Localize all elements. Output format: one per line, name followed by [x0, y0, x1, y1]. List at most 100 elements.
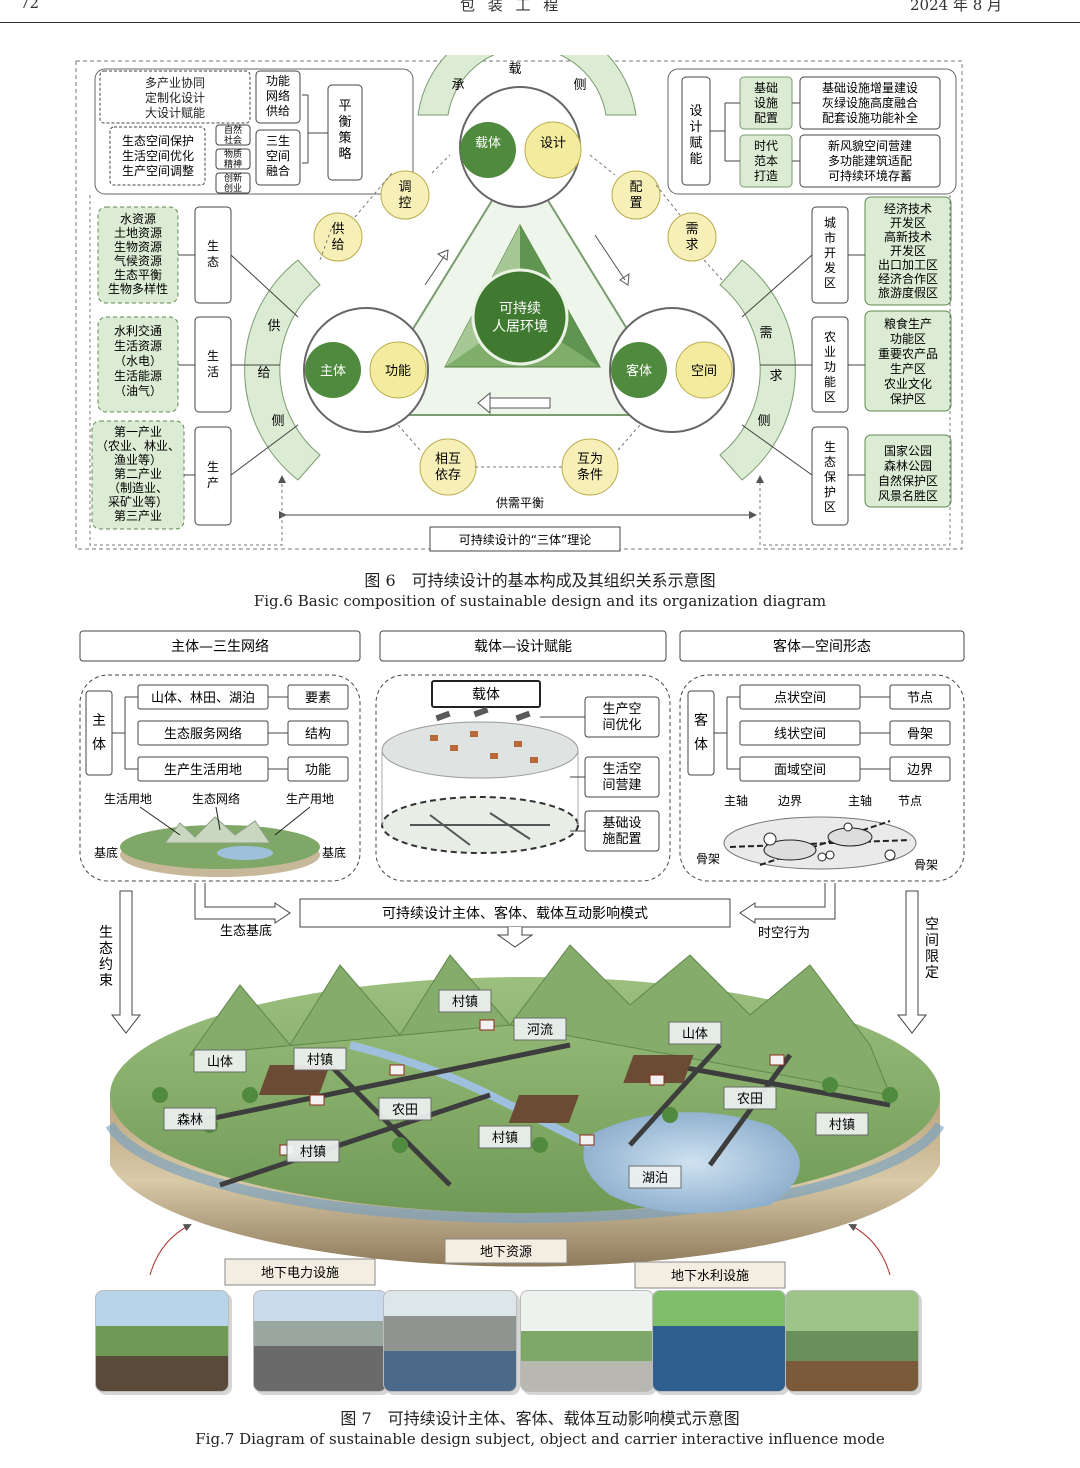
object-row-3: 面域空间 [774, 763, 826, 778]
object-out-2: 骨架 [907, 727, 933, 742]
bubble-peizhi-2: 置 [629, 196, 642, 211]
supply-arc-3: 侧 [271, 414, 284, 429]
left-list1-3: 生物资源 [114, 240, 162, 254]
right-tag-3-char-1: 生 [824, 440, 836, 454]
bubble-xianghu-2: 依存 [435, 468, 461, 483]
object-map-4: 节点 [898, 794, 922, 808]
space-limit-1: 空 [925, 917, 939, 933]
landscape-label-7: 农田 [392, 1103, 418, 1118]
left-list2-5: （油气） [114, 383, 162, 398]
tr-tag2-3: 打造 [754, 169, 778, 183]
tl-small-2b: 精神 [224, 158, 242, 170]
space-limit-3: 限 [925, 949, 939, 965]
carrier-out-1a: 生产空 [602, 702, 641, 717]
landscape-label-box-4 [293, 1047, 347, 1071]
carrier-out-2a: 生活空 [602, 762, 641, 777]
photo-pocket-park [520, 1290, 654, 1392]
bubble-peizhi-1: 配 [629, 180, 642, 195]
tr-tag1-3: 配置 [754, 111, 778, 125]
right-tag-2-char-3: 功 [824, 360, 836, 374]
left-tag-3a: 生 [207, 460, 219, 474]
eco-constraint-4: 束 [99, 973, 113, 989]
object-row-1: 点状空间 [774, 691, 826, 706]
panel-title-2: 载体—设计赋能 [474, 639, 572, 655]
tl-small-1a: 自然 [224, 124, 242, 136]
left-list3-6: 采矿业等） [108, 495, 168, 509]
left-list2-1: 水利交通 [114, 323, 162, 338]
object-map-5: 骨架 [696, 852, 720, 866]
landscape-label-12: 湖泊 [642, 1171, 668, 1186]
object-2: 空间 [691, 364, 717, 379]
landscape-label-11: 村镇 [829, 1118, 855, 1133]
right-list1-7: 旅游度假区 [878, 285, 938, 300]
issue-date: 2024 年 8 月 [910, 0, 1003, 14]
journal-name: 包 装 工 程 [460, 0, 563, 14]
right-list1-6: 经济合作区 [878, 271, 938, 286]
tr-tag2-2: 范本 [754, 154, 778, 168]
tl-g1-2: 定制化设计 [145, 90, 205, 105]
landscape-label-box-1 [438, 989, 492, 1013]
bubble-gongji-1: 供 [331, 222, 344, 237]
fig7-caption-cn: 图 7 可持续设计主体、客体、载体互动影响模式示意图 [340, 1409, 740, 1428]
demand-arc-2: 求 [769, 369, 782, 384]
carrier-out-3a: 基础设 [602, 816, 641, 831]
right-tag-3-char-5: 区 [824, 500, 836, 514]
underground-1: 地下资源 [480, 1245, 532, 1260]
landscape-label-box-12 [628, 1165, 682, 1189]
right-list2-4: 生产区 [890, 362, 926, 376]
tl-small-3a: 创新 [224, 172, 242, 184]
tr-side: 设计赋能 [689, 104, 702, 167]
right-list3-3: 自然保护区 [878, 473, 938, 488]
subject-char-2: 体 [92, 737, 106, 753]
landscape-label-box-11 [815, 1112, 869, 1136]
balance-label: 供需平衡 [496, 496, 544, 510]
right-list1-1: 经济技术 [884, 201, 932, 216]
tr-list1-1: 基础设施增量建设 [822, 81, 918, 95]
subject-row-2: 生态服务网络 [164, 726, 242, 742]
landscape-label-box-5 [193, 1049, 247, 1073]
landscape-label-box-7 [378, 1097, 432, 1121]
landscape-label-10: 村镇 [300, 1145, 326, 1160]
carrier-2: 设计 [540, 136, 566, 151]
left-tag-2a: 生 [207, 349, 219, 363]
left-list2-3: （水电） [114, 354, 162, 368]
left-list2-2: 生活资源 [114, 339, 162, 353]
eco-constraint-1: 生 [99, 925, 113, 941]
left-list3-3: 渔业等） [114, 453, 162, 467]
tl-tag1-1: 功能 [266, 74, 290, 88]
object-row-2: 线状空间 [774, 727, 826, 742]
tl-tag2-3: 融合 [266, 163, 290, 178]
bubble-huwei-1: 互为 [577, 452, 603, 467]
landscape-label-4: 村镇 [307, 1053, 333, 1068]
subject-map-5: 基底 [322, 845, 346, 860]
space-limit-2: 间 [925, 933, 939, 949]
subject-map-1: 生活用地 [104, 792, 152, 806]
photo-power-facility [95, 1290, 229, 1392]
supply-arc-1: 供 [267, 319, 280, 334]
carrier-arc-2: 载 [508, 62, 521, 77]
eco-constraint-3: 约 [99, 957, 113, 973]
subject-row-1: 山体、林田、湖泊 [151, 691, 255, 706]
page-header: 72 包 装 工 程 2024 年 8 月 [0, 0, 1080, 23]
underground-2: 地下电力设施 [261, 1266, 339, 1281]
supply-arc-2: 给 [257, 366, 270, 381]
bubble-huwei-2: 条件 [577, 467, 603, 483]
left-tag-2b: 活 [207, 365, 219, 379]
left-tag-1a: 生 [207, 239, 219, 253]
tr-list2-1: 新风貌空间营建 [828, 138, 912, 153]
tl-g1-1: 多产业协同 [145, 75, 205, 90]
tr-tag1-2: 设施 [754, 96, 778, 110]
left-list1-1: 水资源 [120, 212, 156, 226]
landscape-label-9: 村镇 [492, 1131, 518, 1146]
tl-g2-3: 生产空间调整 [122, 163, 194, 178]
right-list3-4: 风景名胜区 [878, 488, 938, 503]
right-list2-3: 重要农产品 [878, 347, 938, 361]
right-tag-1-char-2: 市 [824, 230, 836, 245]
landscape-label-8: 农田 [737, 1092, 763, 1107]
object-out-1: 节点 [907, 691, 933, 706]
tr-list1-2: 灰绿设施高度融合 [822, 95, 918, 110]
left-list3-7: 第三产业 [114, 509, 162, 523]
right-tag-1-char-5: 区 [824, 276, 836, 290]
center-label-2: 人居环境 [492, 319, 548, 335]
right-tag-2-char-5: 区 [824, 390, 836, 404]
